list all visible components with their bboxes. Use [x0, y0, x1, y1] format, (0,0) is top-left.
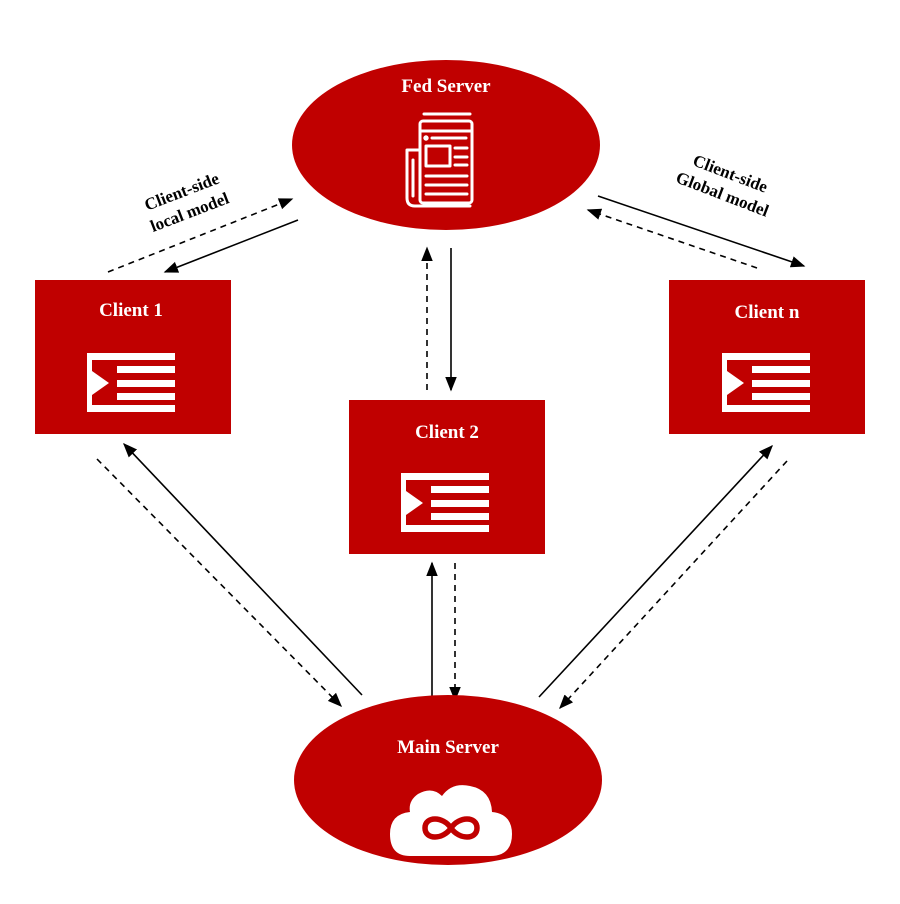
- client-1-title: Client 1: [99, 300, 163, 321]
- client-2-node: Client 2: [349, 400, 545, 554]
- list-play-icon: [87, 353, 175, 412]
- client-n-node: Client n: [669, 280, 865, 434]
- arrow-main-to-clientn: [538, 444, 773, 698]
- arrow-main-to-client1: [123, 442, 363, 696]
- main-server-title: Main Server: [397, 737, 499, 758]
- client-1-node: Client 1: [35, 280, 231, 434]
- arrow-clientn-to-main: [559, 460, 788, 710]
- client-n-title: Client n: [735, 302, 800, 323]
- arrow-fed-to-clientn: [597, 195, 806, 268]
- list-play-icon: [722, 353, 810, 412]
- edge-label-right: Client-side Global model: [673, 151, 771, 221]
- arrow-clientn-to-fed: [586, 208, 758, 269]
- fed-server-title: Fed Server: [401, 76, 491, 97]
- main-server-node: Main Server: [294, 695, 602, 865]
- client-2-title: Client 2: [415, 422, 479, 443]
- cloud-infinity-icon: [390, 785, 512, 856]
- list-play-icon: [401, 473, 489, 532]
- arrow-client1-to-main: [96, 458, 343, 708]
- edge-label-left: Client-side local model: [142, 169, 232, 236]
- arrow-fed-to-client1: [163, 219, 299, 273]
- fed-server-node: Fed Server: [292, 60, 600, 230]
- newspaper-icon: [405, 112, 474, 208]
